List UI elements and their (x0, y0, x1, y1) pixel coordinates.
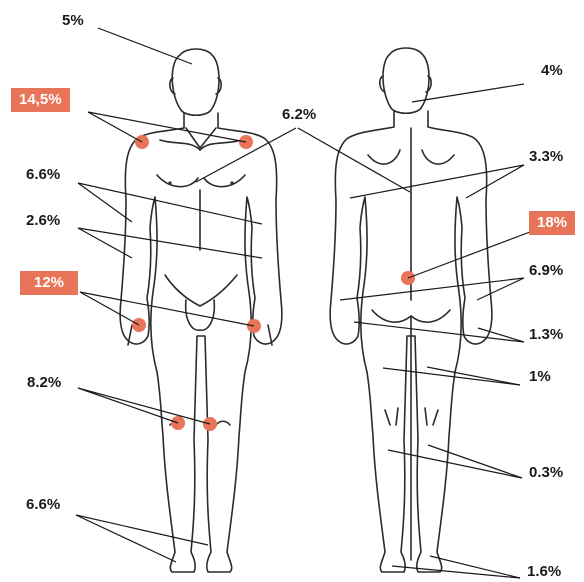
label-lower-back: 18% (529, 211, 575, 235)
label-neck-back: 4% (541, 62, 563, 80)
label-upper-back: 3.3% (529, 148, 563, 166)
label-ankles-front: 6.6% (26, 496, 60, 514)
label-shoulders: 14,5% (11, 88, 70, 112)
label-calves: 0.3% (529, 464, 563, 482)
label-elbows-back: 6.9% (529, 262, 563, 280)
label-chest-back: 6.2% (282, 106, 316, 124)
label-wrists: 12% (20, 271, 78, 295)
label-forearm: 2.6% (26, 212, 60, 230)
front-body-figure (120, 49, 282, 572)
back-body-figure (330, 48, 492, 572)
label-upper-arm: 6.6% (26, 166, 60, 184)
back-head-outline (383, 48, 429, 113)
label-hands-back: 1.3% (529, 326, 563, 344)
label-head-front: 5% (62, 12, 84, 30)
front-body-outline (120, 113, 282, 572)
label-knees: 8.2% (27, 374, 61, 392)
pain-spots (132, 135, 415, 431)
label-heels: 1.6% (527, 563, 561, 581)
label-thighs-back: 1% (529, 368, 551, 386)
